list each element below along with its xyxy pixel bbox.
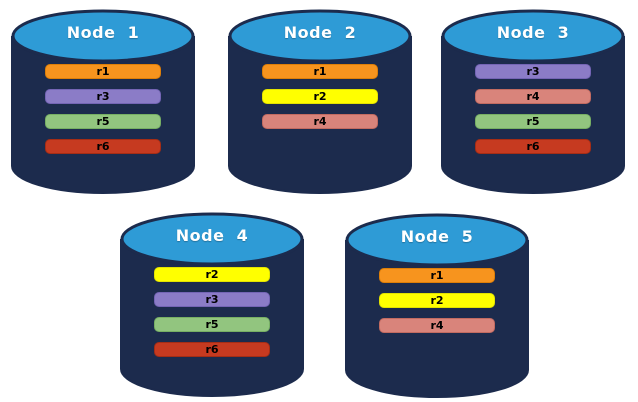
replica-label: r3 xyxy=(205,293,219,306)
database-node: Node 1 r1 r3 r5 r6 xyxy=(10,8,196,195)
replica-bar-r4: r4 xyxy=(475,89,591,104)
replica-bar-r3: r3 xyxy=(475,64,591,79)
replica-list: r1 r3 r5 r6 xyxy=(45,64,161,164)
replica-bar-r5: r5 xyxy=(475,114,591,129)
replica-bar-r6: r6 xyxy=(45,139,161,154)
database-node: Node 4 r2 r3 r5 r6 xyxy=(119,211,305,398)
replica-label: r5 xyxy=(205,318,219,331)
replica-bar-r1: r1 xyxy=(379,268,495,283)
cylinder-top xyxy=(228,9,412,63)
replica-label: r5 xyxy=(526,115,540,128)
replica-bar-r3: r3 xyxy=(154,292,270,307)
node-title: Node 2 xyxy=(283,23,357,42)
node-title: Node 1 xyxy=(66,23,140,42)
replica-bar-r4: r4 xyxy=(262,114,378,129)
replica-bar-r6: r6 xyxy=(154,342,270,357)
cylinder-top xyxy=(11,9,195,63)
replica-bar-r1: r1 xyxy=(262,64,378,79)
cylinder-top xyxy=(441,9,625,63)
replica-label: r5 xyxy=(96,115,110,128)
replica-label: r2 xyxy=(430,294,444,307)
database-node: Node 2 r1 r2 r4 xyxy=(227,8,413,195)
replica-label: r4 xyxy=(430,319,444,332)
replica-bar-r2: r2 xyxy=(262,89,378,104)
database-node: Node 3 r3 r4 r5 r6 xyxy=(440,8,626,195)
replica-bar-r5: r5 xyxy=(154,317,270,332)
replica-list: r2 r3 r5 r6 xyxy=(154,267,270,367)
node-title: Node 5 xyxy=(400,227,474,246)
replica-label: r4 xyxy=(313,115,327,128)
replica-label: r1 xyxy=(313,65,327,78)
database-node: Node 5 r1 r2 r4 xyxy=(344,212,530,399)
replica-label: r1 xyxy=(96,65,110,78)
node-title: Node 3 xyxy=(496,23,570,42)
replica-list: r3 r4 r5 r6 xyxy=(475,64,591,164)
replica-bar-r2: r2 xyxy=(379,293,495,308)
replica-bar-r4: r4 xyxy=(379,318,495,333)
replica-label: r2 xyxy=(205,268,219,281)
replica-bar-r2: r2 xyxy=(154,267,270,282)
replica-list: r1 r2 r4 xyxy=(379,268,495,343)
replica-bar-r1: r1 xyxy=(45,64,161,79)
replica-label: r6 xyxy=(526,140,540,153)
replica-label: r6 xyxy=(96,140,110,153)
cylinder-top xyxy=(120,212,304,266)
replica-bar-r3: r3 xyxy=(45,89,161,104)
node-title: Node 4 xyxy=(175,226,249,245)
replica-bar-r6: r6 xyxy=(475,139,591,154)
replica-label: r1 xyxy=(430,269,444,282)
replica-label: r6 xyxy=(205,343,219,356)
replica-bar-r5: r5 xyxy=(45,114,161,129)
cylinder-top xyxy=(345,213,529,267)
replica-label: r2 xyxy=(313,90,327,103)
replica-label: r4 xyxy=(526,90,540,103)
replica-label: r3 xyxy=(526,65,540,78)
replica-label: r3 xyxy=(96,90,110,103)
replica-list: r1 r2 r4 xyxy=(262,64,378,139)
